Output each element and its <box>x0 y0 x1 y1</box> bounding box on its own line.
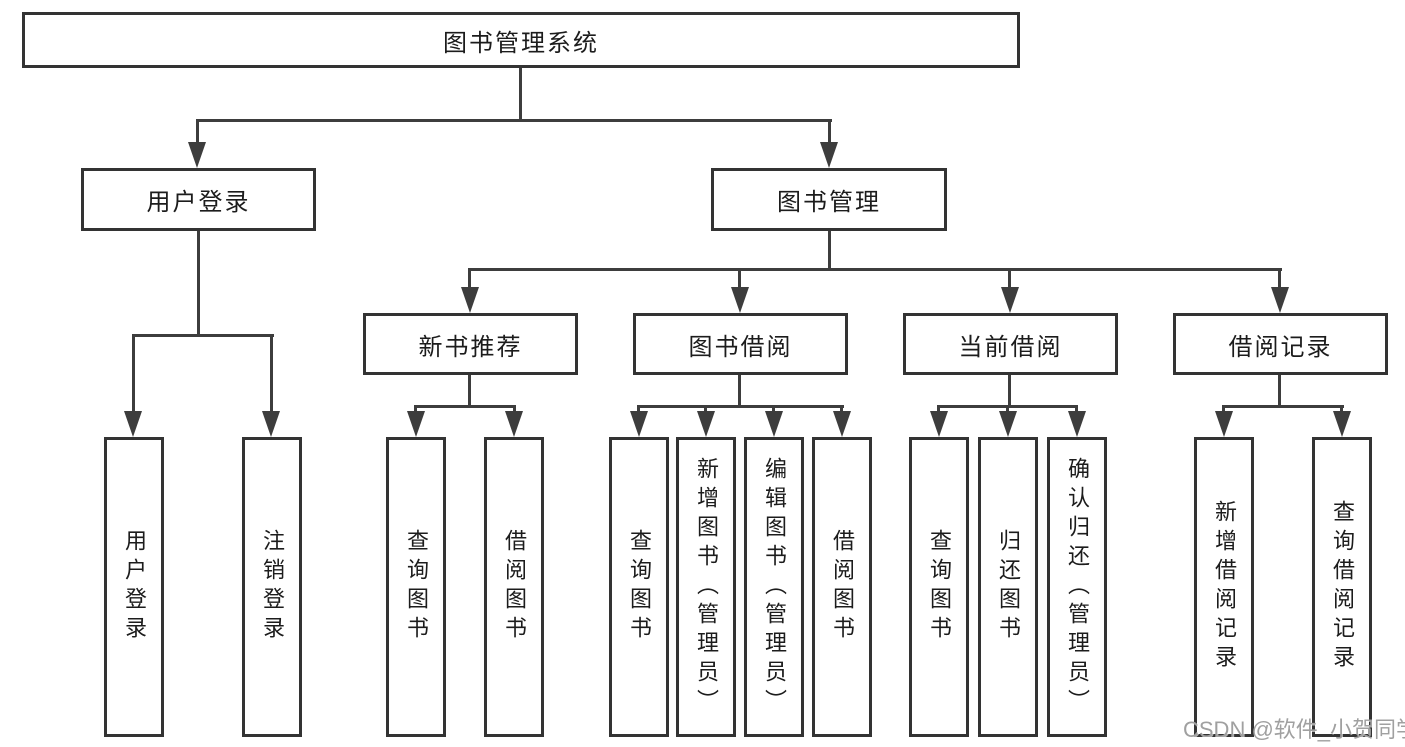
leaf-records-query-borrow-record: 查询借阅记录 <box>1312 437 1372 737</box>
edge-to-borrow-stem <box>738 271 741 287</box>
arrowhead-to-leaf-user-login <box>124 411 142 437</box>
edge-current-stem <box>1008 375 1011 407</box>
edge-to-current-stem <box>1008 271 1011 287</box>
edge-stub <box>1222 408 1225 412</box>
arrowhead-to-borrow-edit <box>765 411 783 437</box>
leaf-user-login: 用户登录 <box>104 437 164 737</box>
node-book-management: 图书管理 <box>711 168 947 231</box>
leaf-user-login-label: 用户登录 <box>122 529 147 645</box>
arrowhead-to-recommend-borrow <box>505 411 523 437</box>
edge-stub <box>704 408 707 412</box>
node-user-login: 用户登录 <box>81 168 316 231</box>
leaf-records-add-borrow-record: 新增借阅记录 <box>1194 437 1254 737</box>
arrowhead-to-current-confirm <box>1068 411 1086 437</box>
edge-to-leaf-user-login-stem <box>132 336 135 412</box>
arrowhead-to-records <box>1271 287 1289 313</box>
node-book-management-label: 图书管理 <box>777 189 881 216</box>
node-root-label: 图书管理系统 <box>443 29 599 57</box>
arrowhead-to-records-add <box>1215 411 1233 437</box>
arrowhead-to-borrow-borrow <box>833 411 851 437</box>
leaf-borrow-add-books-admin: 新增图书（管理员） <box>676 437 736 737</box>
edge-stub <box>637 408 640 412</box>
leaf-borrow-borrow-books-label: 借阅图书 <box>830 529 855 645</box>
leaf-recommend-query-books: 查询图书 <box>386 437 446 737</box>
leaf-borrow-edit-books-admin: 编辑图书（管理员） <box>744 437 804 737</box>
leaf-logout-label: 注销登录 <box>260 529 285 645</box>
arrowhead-to-borrow-query <box>630 411 648 437</box>
node-book-borrow-label: 图书借阅 <box>688 333 793 361</box>
edge-to-user-login-stem <box>196 121 199 144</box>
arrowhead-to-recommend <box>461 287 479 313</box>
node-current-borrow: 当前借阅 <box>903 313 1118 375</box>
leaf-records-add-borrow-record-label: 新增借阅记录 <box>1212 500 1237 674</box>
arrowhead-to-current-query <box>930 411 948 437</box>
leaf-current-confirm-return-admin: 确认归还（管理员） <box>1047 437 1107 737</box>
leaf-current-query-books: 查询图书 <box>909 437 969 737</box>
edge-recommend-fork <box>414 405 516 408</box>
watermark: CSDN @软件_小贺同学 <box>1183 717 1405 742</box>
edge-recommend-stem <box>468 375 471 407</box>
leaf-borrow-query-books: 查询图书 <box>609 437 669 737</box>
arrowhead-to-current <box>1001 287 1019 313</box>
edge-to-leaf-logout-stem <box>270 336 273 412</box>
leaf-current-return-books-label: 归还图书 <box>996 529 1021 645</box>
edge-stub <box>1075 408 1078 412</box>
leaf-current-confirm-return-admin-label: 确认归还（管理员） <box>1065 456 1090 718</box>
arrowhead-to-recommend-query <box>407 411 425 437</box>
edge-to-book-mgmt-stem <box>828 121 831 144</box>
edge-user-login-fork <box>132 334 274 337</box>
edge-to-records-stem <box>1278 271 1281 287</box>
arrowhead-to-leaf-logout <box>262 411 280 437</box>
edge-borrow-fork <box>637 405 844 408</box>
arrowhead-to-borrow-add <box>697 411 715 437</box>
edge-root-fork <box>196 119 832 122</box>
leaf-recommend-borrow-books-label: 借阅图书 <box>502 529 527 645</box>
node-borrow-records-label: 借阅记录 <box>1228 333 1333 361</box>
edge-stub <box>414 408 417 412</box>
edge-stub <box>513 408 516 412</box>
arrowhead-to-user-login <box>188 142 206 168</box>
edge-book-mgmt-stem <box>828 231 831 271</box>
node-root: 图书管理系统 <box>22 12 1020 68</box>
edge-borrow-stem <box>738 375 741 407</box>
leaf-recommend-query-books-label: 查询图书 <box>404 529 429 645</box>
edge-user-login-stem <box>197 231 200 336</box>
leaf-borrow-query-books-label: 查询图书 <box>627 529 652 645</box>
leaf-logout: 注销登录 <box>242 437 302 737</box>
arrowhead-to-book-mgmt <box>820 142 838 168</box>
edge-stub <box>1006 408 1009 412</box>
edge-root-stem <box>519 68 522 121</box>
arrowhead-to-current-return <box>999 411 1017 437</box>
node-borrow-records: 借阅记录 <box>1173 313 1388 375</box>
arrowhead-to-records-query <box>1333 411 1351 437</box>
leaf-borrow-borrow-books: 借阅图书 <box>812 437 872 737</box>
edge-book-mgmt-fork <box>468 268 1282 271</box>
node-book-borrow: 图书借阅 <box>633 313 848 375</box>
node-new-book-recommend: 新书推荐 <box>363 313 578 375</box>
arrowhead-to-borrow <box>731 287 749 313</box>
edge-records-fork <box>1222 405 1344 408</box>
leaf-borrow-edit-books-admin-label: 编辑图书（管理员） <box>762 456 787 718</box>
leaf-borrow-add-books-admin-label: 新增图书（管理员） <box>694 456 719 718</box>
node-user-login-label: 用户登录 <box>146 189 251 216</box>
leaf-current-query-books-label: 查询图书 <box>927 529 952 645</box>
edge-stub <box>937 408 940 412</box>
edge-stub <box>772 408 775 412</box>
edge-records-stem <box>1278 375 1281 407</box>
leaf-records-query-borrow-record-label: 查询借阅记录 <box>1330 500 1355 674</box>
node-new-book-recommend-label: 新书推荐 <box>418 333 523 361</box>
edge-stub <box>1340 408 1343 412</box>
edge-stub <box>840 408 843 412</box>
node-current-borrow-label: 当前借阅 <box>958 333 1063 361</box>
edge-current-fork <box>937 405 1078 408</box>
leaf-recommend-borrow-books: 借阅图书 <box>484 437 544 737</box>
edge-to-recommend-stem <box>468 271 471 287</box>
leaf-current-return-books: 归还图书 <box>978 437 1038 737</box>
